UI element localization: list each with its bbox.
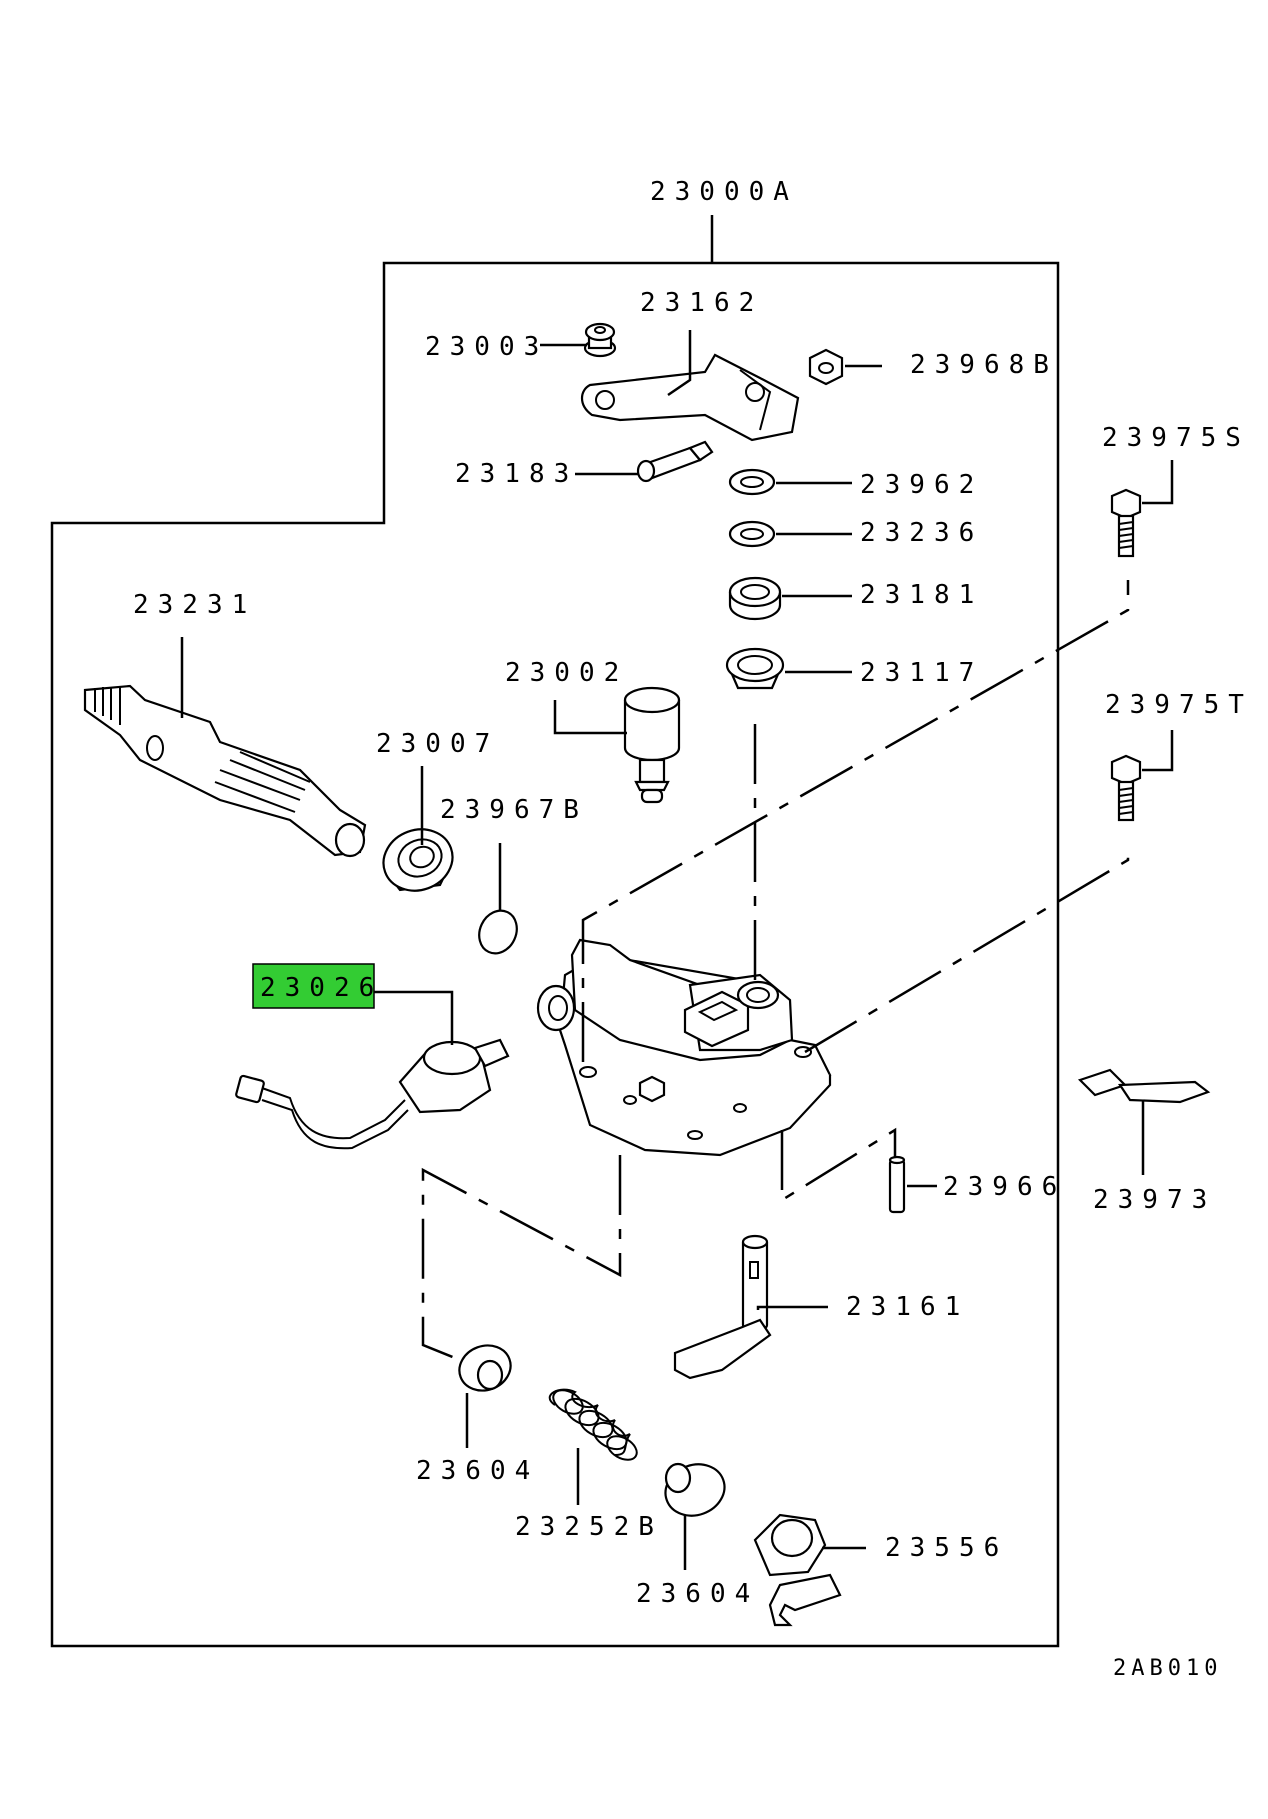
part-label-23604-upper[interactable]: 23604 [416,1456,539,1486]
highlight-box-23026 [252,963,375,1009]
retainer-23604-upper [458,1344,512,1392]
detent-block-23556 [753,1513,842,1627]
seal-23117 [725,647,785,690]
assembly-outline [50,261,1060,1648]
part-label-23117[interactable]: 23117 [860,658,983,688]
retainer-23604-lower [664,1462,726,1517]
shift-lever-23161 [673,1234,772,1380]
part-label-23975S[interactable]: 23975S [1102,423,1250,453]
nut-23968B [808,348,844,386]
plunger-23002 [623,686,681,804]
part-label-23026[interactable]: 23026 [260,973,383,1003]
pin-23183 [636,440,714,483]
part-label-23007[interactable]: 23007 [376,729,499,759]
o-ring-23967B [478,909,518,955]
part-label-23967B[interactable]: 23967B [440,795,588,825]
figure-code: 2AB010 [1113,1656,1222,1681]
sensor-switch-23026 [235,1038,510,1150]
part-label-23236[interactable]: 23236 [860,518,983,548]
part-label-23183[interactable]: 23183 [455,459,578,489]
seal-cup-23007 [382,828,454,892]
shaft-23231 [83,684,367,858]
bearing-23181 [728,576,782,621]
bolt-23975S [1110,488,1142,558]
washer-23962 [728,468,776,496]
part-label-23968B[interactable]: 23968B [910,350,1058,380]
shift-housing [536,938,832,1157]
part-label-23002[interactable]: 23002 [505,658,628,688]
part-label-23604-lower[interactable]: 23604 [636,1579,759,1609]
bolt-23975T [1110,754,1142,822]
part-label-23966[interactable]: 23966 [943,1172,1066,1202]
spring-23252B [548,1388,638,1461]
part-label-23973[interactable]: 23973 [1093,1185,1216,1215]
assembly-label[interactable]: 23000A [650,177,798,207]
plate-23973 [1077,1068,1211,1104]
part-label-23975T[interactable]: 23975T [1105,690,1253,720]
washer-23236 [728,520,776,548]
part-label-23231[interactable]: 23231 [133,590,256,620]
part-label-23181[interactable]: 23181 [860,580,983,610]
lever-bracket-23162 [580,353,800,442]
part-label-23003[interactable]: 23003 [425,332,548,362]
part-label-23962[interactable]: 23962 [860,470,983,500]
part-label-23162[interactable]: 23162 [640,288,763,318]
part-label-23252B[interactable]: 23252B [515,1512,663,1542]
part-label-23161[interactable]: 23161 [846,1292,969,1322]
dowel-pin-23966 [888,1155,906,1214]
part-label-23556[interactable]: 23556 [885,1533,1008,1563]
bushing-23003 [583,322,617,358]
